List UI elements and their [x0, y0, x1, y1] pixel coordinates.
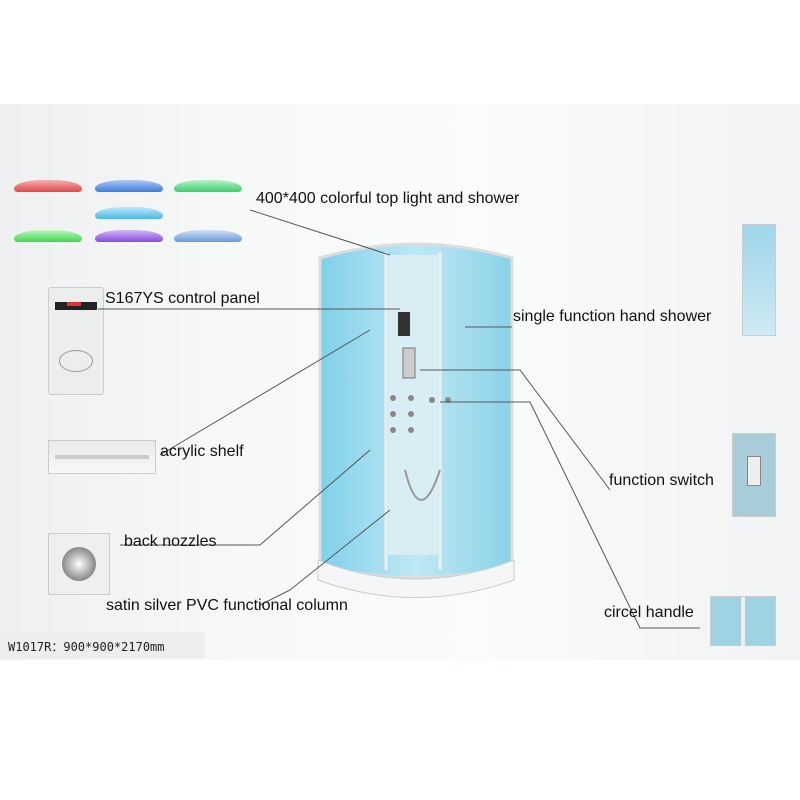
light-blue	[95, 180, 163, 192]
light-purple	[95, 230, 163, 242]
back-nozzle-image	[48, 533, 110, 595]
light-green	[174, 180, 242, 192]
model-spec: W1017R：900*900*2170mm	[0, 632, 205, 658]
function-switch-image	[732, 433, 776, 517]
circel-handle-image	[710, 596, 776, 647]
label-top-light: 400*400 colorful top light and shower	[256, 190, 520, 207]
acrylic-shelf-image	[48, 440, 156, 474]
label-function-switch: function switch	[609, 472, 714, 489]
label-circel-handle: circel handle	[604, 604, 694, 621]
label-column: satin silver PVC functional column	[106, 597, 348, 614]
label-back-nozzles: back nozzles	[124, 533, 217, 550]
label-acrylic-shelf: acrylic shelf	[160, 443, 244, 460]
label-control-panel: S167YS control panel	[105, 290, 260, 307]
light-lime	[14, 230, 82, 242]
label-hand-shower: single function hand shower	[513, 308, 712, 325]
hand-shower-image	[742, 224, 776, 336]
light-steel	[174, 230, 242, 242]
light-cyan	[95, 207, 163, 219]
light-red	[14, 180, 82, 192]
control-panel-image	[48, 287, 104, 395]
